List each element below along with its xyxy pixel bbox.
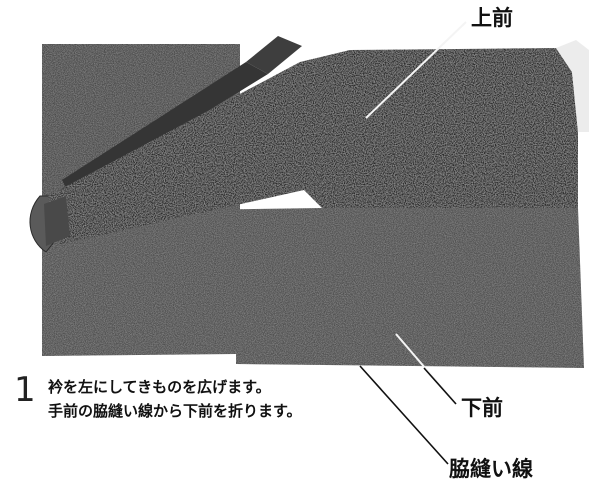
step-number: 1 bbox=[14, 370, 36, 410]
step-instruction-line: 衿を左にしてきものを広げます。 bbox=[48, 378, 271, 396]
leader-line-upper-front bbox=[365, 21, 467, 119]
leader-line-lower-front-outside bbox=[423, 367, 457, 405]
upper-front-panel bbox=[48, 48, 578, 244]
step-instruction-line: 手前の脇縫い線から下前を折ります。 bbox=[48, 402, 302, 420]
upper-front-right-edge bbox=[556, 40, 589, 132]
side-seam-line-label: 脇縫い線 bbox=[449, 457, 533, 481]
collar-tip bbox=[44, 196, 70, 246]
lower-front-panel bbox=[42, 208, 584, 368]
lower-front-label: 下前 bbox=[461, 396, 503, 420]
leader-line-side-seam bbox=[359, 365, 449, 465]
upper-front-label: 上前 bbox=[471, 6, 513, 30]
